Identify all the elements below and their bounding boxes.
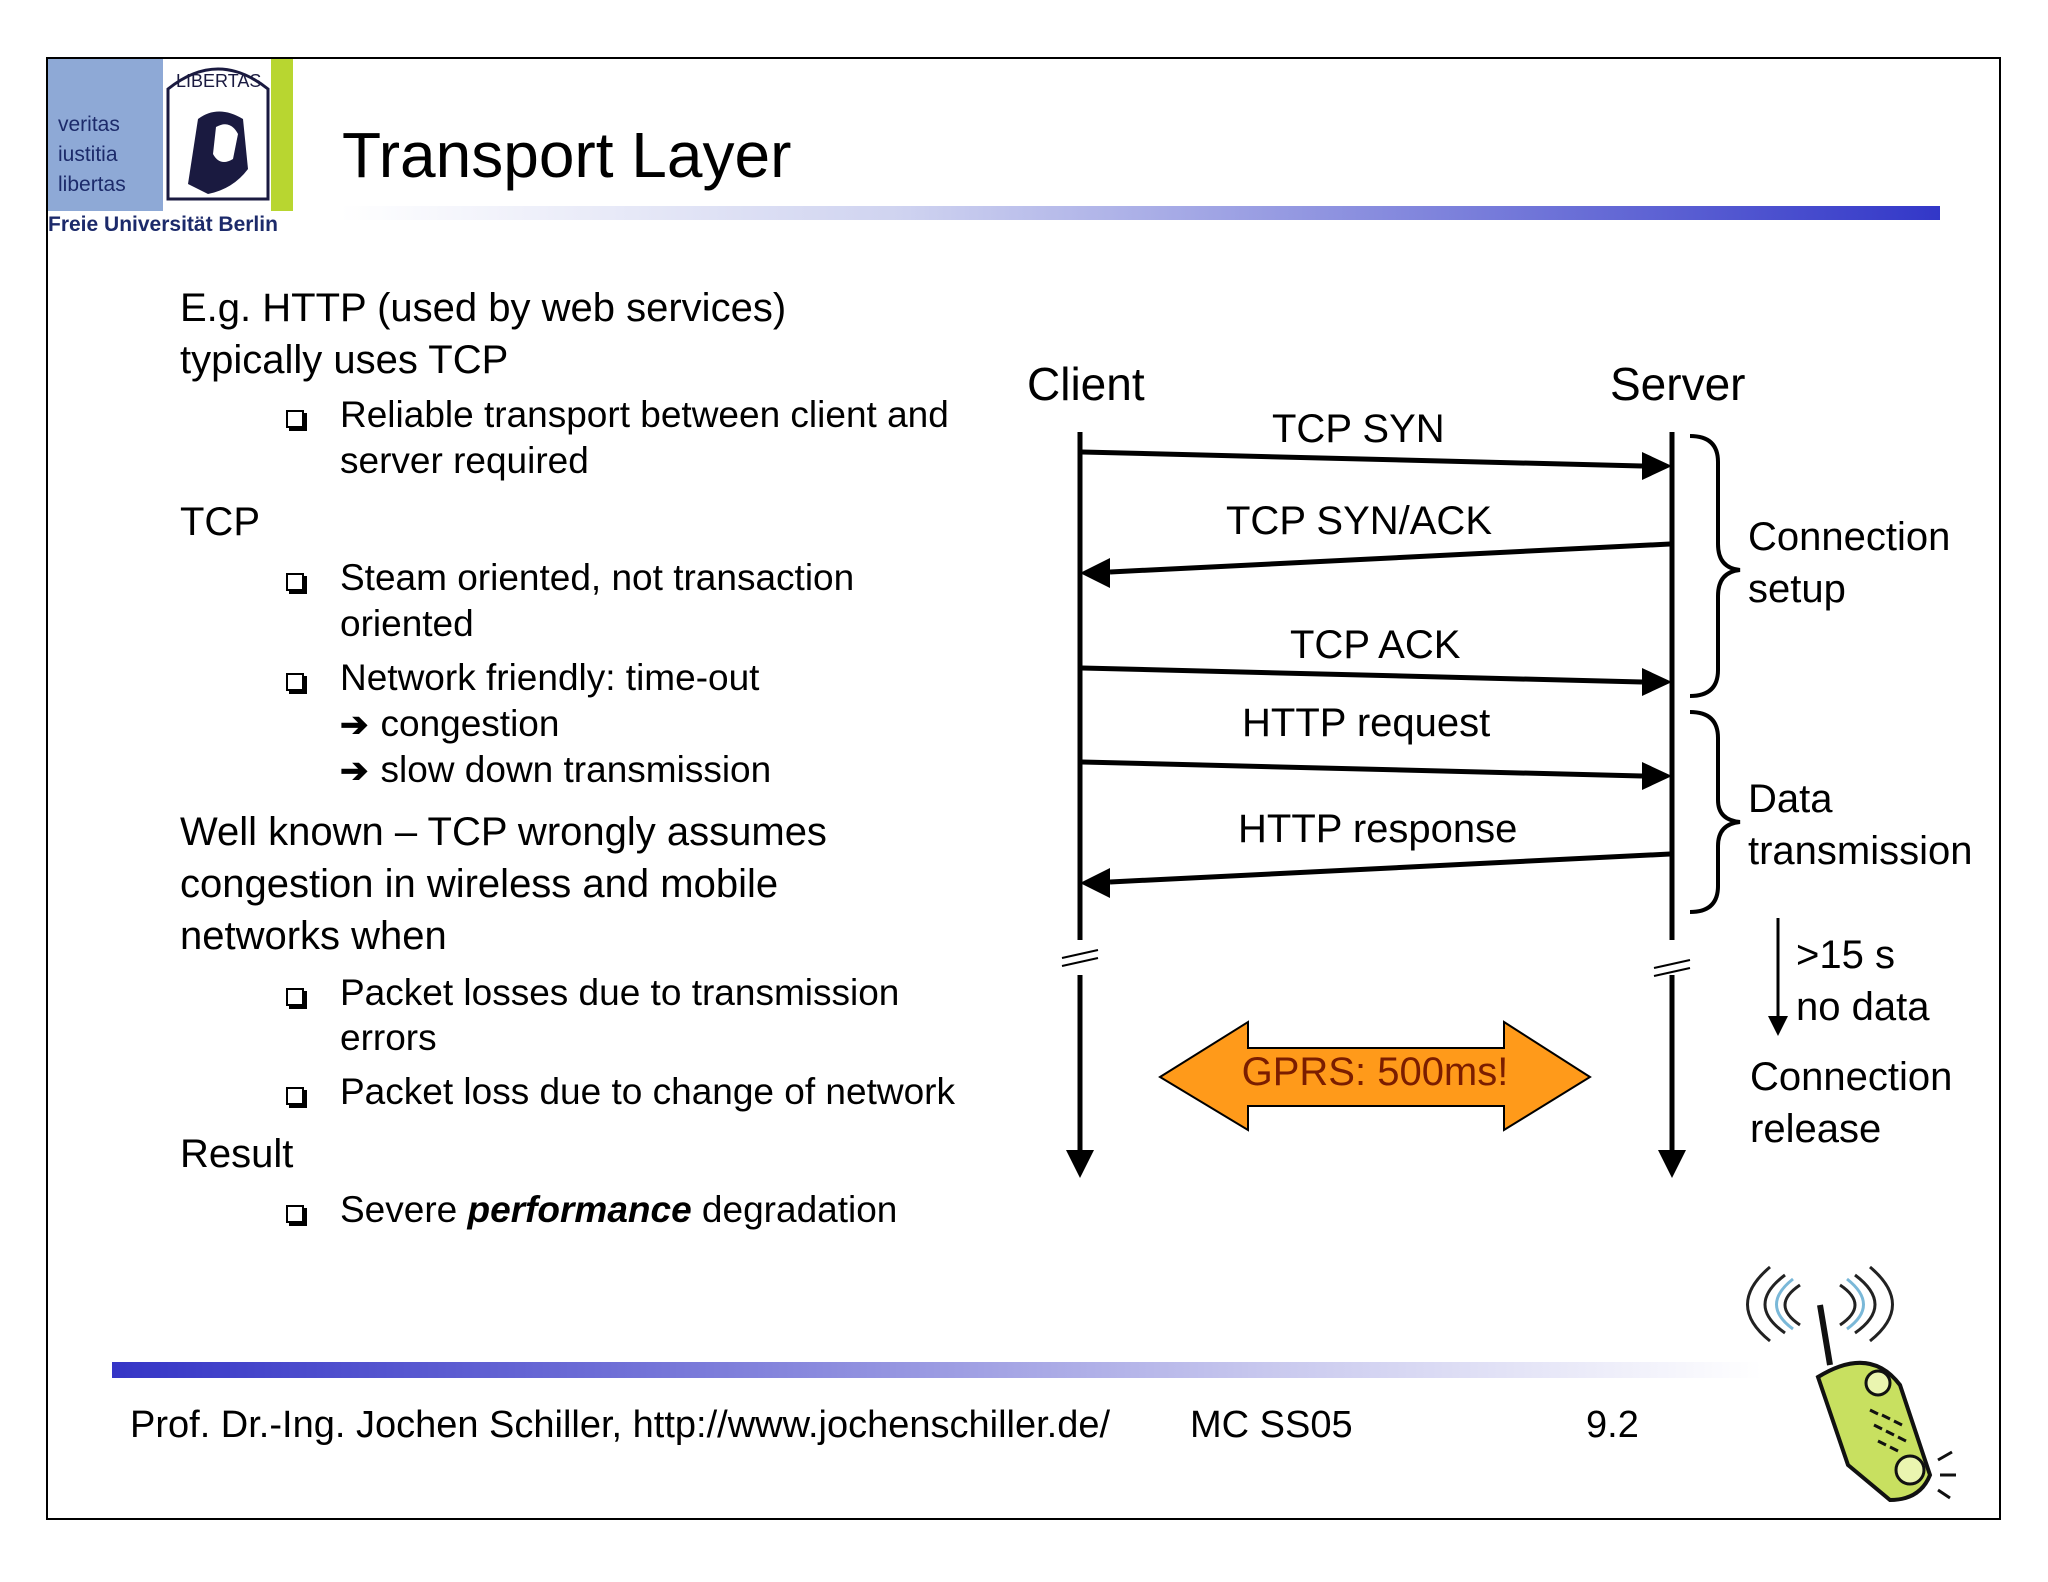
bullet-packetloss-line1: Packet losses due to transmission xyxy=(340,972,900,1013)
bullet-packetloss-line2: errors xyxy=(340,1017,437,1058)
footer-course: MC SS05 xyxy=(1190,1404,1353,1446)
bullet-icon xyxy=(286,1087,304,1105)
bullet-network-line1: Network friendly: time-out xyxy=(340,657,760,698)
para-wellknown-line3: networks when xyxy=(180,914,447,958)
bullet-icon xyxy=(286,573,304,591)
para-http-line1: E.g. HTTP (used by web services) xyxy=(180,286,787,330)
gprs-label: GPRS: 500ms! xyxy=(1241,1050,1509,1094)
para-http-line2: typically uses TCP xyxy=(180,338,509,382)
logo-university: Freie Universität Berlin xyxy=(48,213,278,236)
congestion-text: congestion xyxy=(380,703,560,744)
right-arrow-icon: ➔ xyxy=(340,706,369,744)
footer-author: Prof. Dr.-Ing. Jochen Schiller, http://w… xyxy=(130,1404,1111,1446)
bullet-icon xyxy=(286,1205,304,1223)
page-title: Transport Layer xyxy=(342,119,792,191)
logo-motto-2: iustitia xyxy=(58,143,118,166)
para-wellknown-line2: congestion in wireless and mobile xyxy=(180,862,779,906)
slowdown-text: slow down transmission xyxy=(380,749,772,790)
logo-motto-3: libertas xyxy=(58,173,126,196)
slide-frame xyxy=(46,57,2001,1520)
performance-text: performance xyxy=(467,1189,692,1230)
bullet-reliable-line1: Reliable transport between client and xyxy=(340,394,949,435)
footer-page-number: 9.2 xyxy=(1586,1404,1639,1446)
logo-motto-1: veritas xyxy=(58,113,120,136)
severe-text: Severe xyxy=(340,1189,468,1230)
bullet-network-congestion: ➔ congestion xyxy=(340,701,559,748)
university-logo: veritas iustitia libertas LIBERTAS Freie… xyxy=(48,59,293,237)
para-wellknown-line1: Well known – TCP wrongly assumes xyxy=(180,810,827,854)
bullet-icon xyxy=(286,988,304,1006)
para-tcp: TCP xyxy=(180,500,260,544)
logo-seal-text: LIBERTAS xyxy=(176,71,261,91)
para-result: Result xyxy=(180,1132,294,1176)
bullet-network-slowdown: ➔ slow down transmission xyxy=(340,747,771,794)
bullet-icon xyxy=(286,410,304,428)
right-arrow-icon: ➔ xyxy=(340,752,369,790)
degradation-text: degradation xyxy=(691,1189,898,1230)
mobile-phone-icon xyxy=(1746,1265,1956,1503)
title-underline xyxy=(340,206,1940,220)
bullet-networkchange: Packet loss due to change of network xyxy=(340,1071,955,1112)
bullet-severe: Severe performance degradation xyxy=(340,1187,897,1233)
footer-rule xyxy=(112,1362,1762,1378)
bullet-stream-line1: Steam oriented, not transaction xyxy=(340,557,855,598)
bullet-stream-line2: oriented xyxy=(340,603,474,644)
bullet-icon xyxy=(286,673,304,691)
bullet-reliable-line2: server required xyxy=(340,440,589,481)
